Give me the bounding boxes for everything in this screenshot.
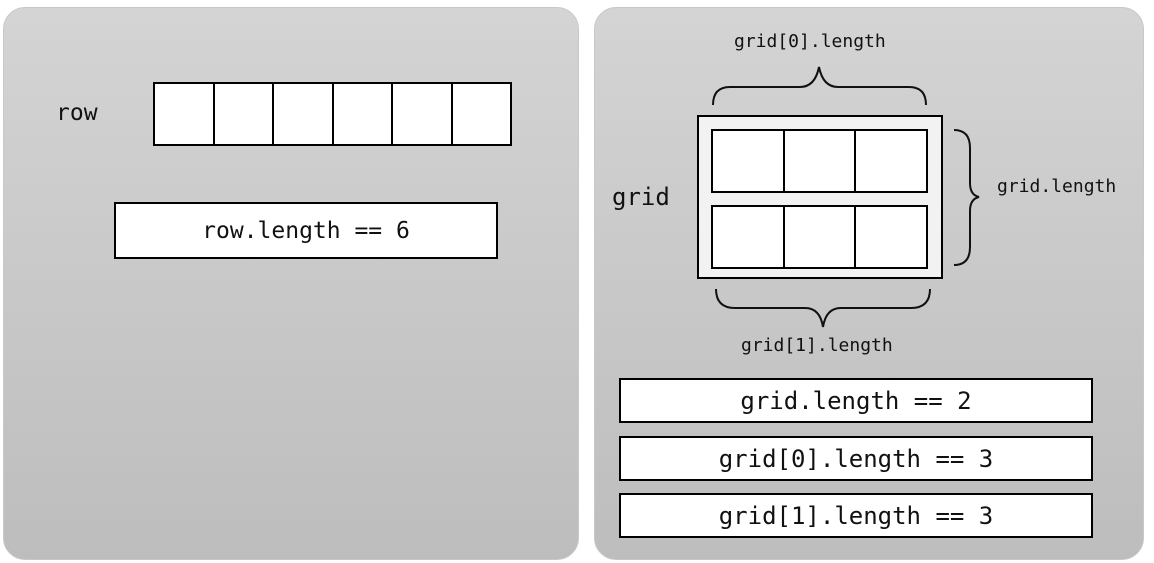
bottom-brace <box>715 288 931 328</box>
side-brace-label: grid.length <box>997 176 1117 197</box>
row-cell <box>215 84 274 144</box>
top-brace <box>712 66 927 106</box>
grid-cell <box>713 207 785 267</box>
grid1-length-equation: grid[1].length == 3 <box>619 493 1093 538</box>
row-cell <box>274 84 334 144</box>
grid-length-equation: grid.length == 2 <box>619 378 1093 423</box>
row-cell <box>393 84 453 144</box>
row-label: row <box>56 100 98 126</box>
grid-row-1 <box>711 205 928 269</box>
row-length-equation: row.length == 6 <box>114 202 498 259</box>
grid-cell <box>785 207 857 267</box>
row-array <box>153 82 512 146</box>
bottom-brace-label: grid[1].length <box>741 335 893 356</box>
grid-cell <box>785 131 857 191</box>
grid0-length-equation: grid[0].length == 3 <box>619 436 1093 481</box>
grid-label: grid <box>612 183 670 211</box>
top-brace-label: grid[0].length <box>734 31 886 52</box>
grid-cell <box>713 131 785 191</box>
side-brace <box>953 129 980 266</box>
grid-row-0 <box>711 129 928 193</box>
row-cell <box>155 84 215 144</box>
row-cell <box>334 84 393 144</box>
